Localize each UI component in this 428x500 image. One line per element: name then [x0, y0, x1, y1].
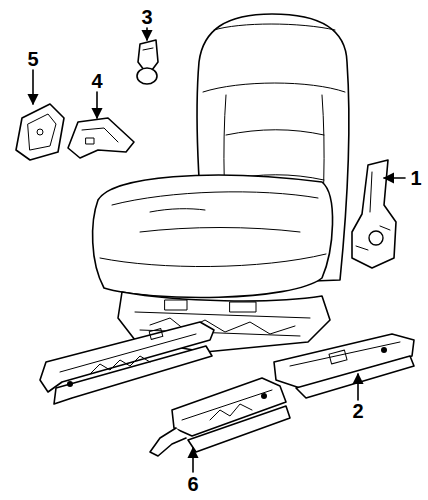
callout-number: 6: [187, 474, 198, 494]
callout-number: 2: [352, 401, 363, 421]
leader-arrow: [357, 374, 359, 400]
callout-number: 1: [410, 168, 421, 188]
seat-track-left: [40, 322, 214, 404]
callout-number: 3: [141, 7, 152, 27]
seat-track-adjuster: [150, 378, 290, 456]
side-cover: [16, 104, 64, 160]
side-shield: [68, 118, 134, 158]
seat-cushion: [93, 175, 333, 297]
leader-arrow: [32, 70, 34, 104]
adjuster-knob: [137, 40, 158, 84]
callout-number: 5: [27, 49, 38, 69]
callout-number: 4: [91, 71, 102, 91]
recliner-mechanism: [352, 160, 396, 268]
leader-arrow: [96, 92, 98, 118]
seat-track-right: [274, 334, 414, 398]
leader-arrow: [146, 28, 148, 40]
leader-arrow: [384, 177, 405, 179]
leader-arrow: [192, 448, 194, 472]
